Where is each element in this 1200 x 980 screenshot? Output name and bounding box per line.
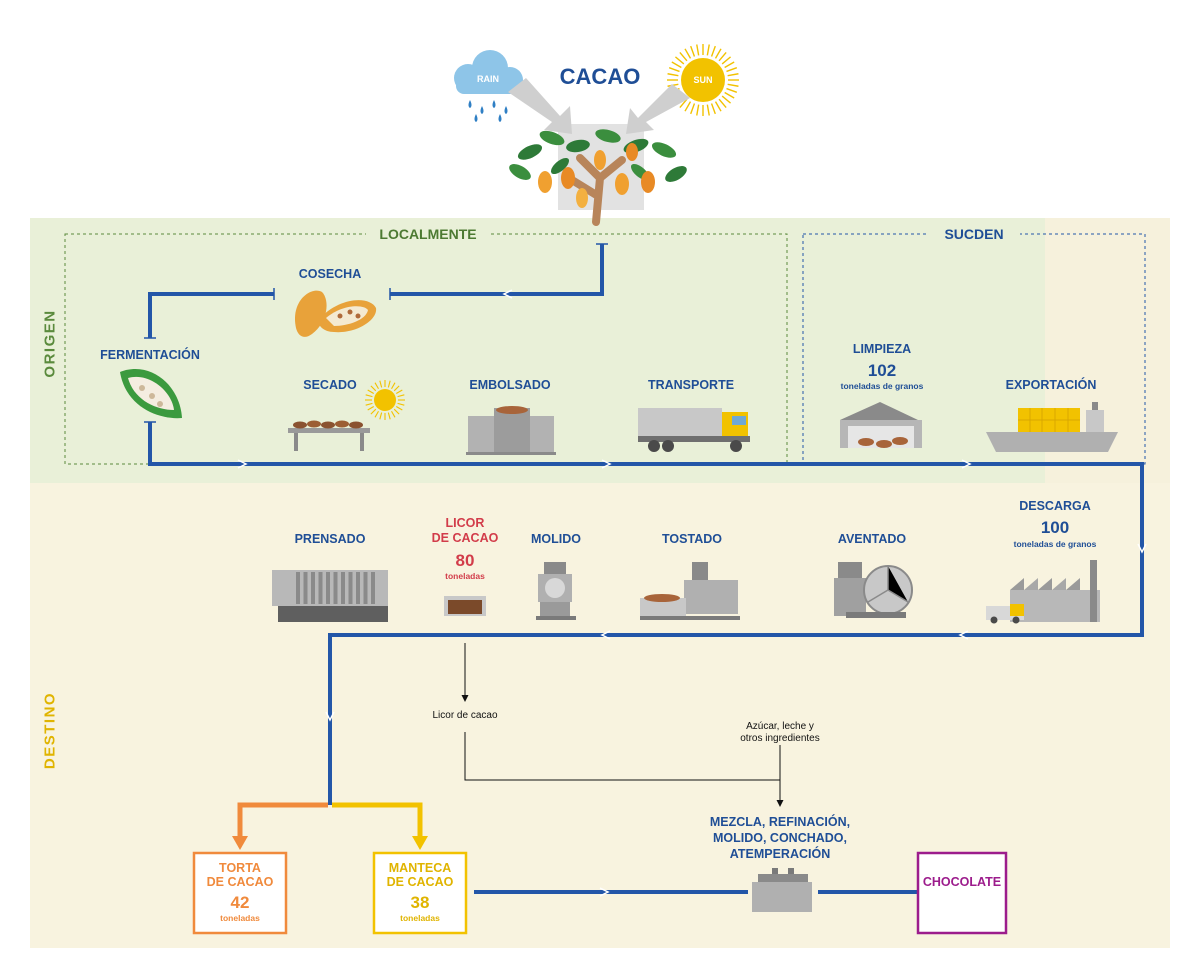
ingredientes-note-line1: Azúcar, leche y: [746, 721, 814, 732]
exportacion-label: EXPORTACIÓN: [1005, 378, 1097, 392]
torta-box: [192, 851, 288, 935]
embolsado-bags-illustration: [466, 406, 556, 455]
cacao-tree-illustration: [509, 124, 687, 226]
transporte-label: TRANSPORTE: [647, 378, 735, 392]
manteca-label-line1: MANTECA: [388, 861, 452, 875]
manteca-box: [372, 851, 468, 935]
limpieza-unit: toneladas de granos: [840, 381, 924, 391]
manteca-label-line2: DE CACAO: [386, 875, 454, 889]
manteca-value: 38: [410, 893, 430, 912]
secado-label: SECADO: [303, 378, 357, 392]
secado-drying-rack-illustration: [288, 380, 405, 451]
flow-end-caps: [144, 243, 608, 423]
manteca-unit: toneladas: [400, 913, 440, 923]
ingredient-lines: [461, 643, 784, 807]
licor-unit: toneladas: [445, 571, 485, 581]
origen-section-label: ORIGEN: [41, 309, 59, 378]
mezcla-machine-illustration: [752, 868, 812, 912]
localmente-title: LOCALMENTE: [379, 226, 477, 242]
fermentacion-label: FERMENTACIÓN: [100, 348, 200, 362]
ingredientes-note-line2: otros ingredientes: [740, 733, 820, 744]
rain-label: RAIN: [477, 74, 499, 84]
limpieza-value: 102: [867, 361, 897, 380]
cosecha-label: COSECHA: [298, 267, 362, 281]
descarga-factory-illustration: [986, 560, 1100, 624]
licor-value: 80: [455, 551, 475, 570]
licor-label-line1: LICOR: [445, 516, 485, 530]
torta-label-line2: DE CACAO: [206, 875, 274, 889]
exportacion-ship-illustration: [986, 402, 1118, 452]
sun-label: SUN: [693, 75, 713, 85]
flow-main-loop: [148, 422, 1144, 805]
molido-grinder-illustration: [536, 562, 576, 620]
cosecha-pods-illustration: [294, 290, 377, 337]
licor-de-cacao-note: Licor de cacao: [432, 710, 498, 721]
licor-label-line2: DE CACAO: [431, 531, 499, 545]
main-flow-lines: [148, 244, 1144, 894]
torta-arrowhead: [232, 836, 248, 850]
aventado-label: AVENTADO: [837, 532, 907, 546]
localmente-title-bg: [366, 226, 490, 242]
prensado-press-illustration: [272, 570, 388, 622]
rain-cloud-icon: [454, 50, 523, 122]
torta-value: 42: [230, 893, 250, 912]
flow-to-manteca: [332, 802, 423, 840]
sucden-title-bg: [928, 226, 1020, 242]
limpieza-building-illustration: [840, 402, 922, 448]
torta-unit: toneladas: [220, 913, 260, 923]
mezcla-label-line3: ATEMPERACIÓN: [729, 847, 831, 861]
flow-cosecha-to-fermentacion: [148, 292, 274, 338]
tostado-roaster-illustration: [640, 562, 740, 620]
aventado-winnowing-machine-illustration: [834, 562, 913, 618]
tostado-label: TOSTADO: [662, 532, 722, 546]
descarga-unit: toneladas de granos: [1013, 539, 1097, 549]
licor-tray-illustration: [444, 596, 486, 616]
flow-tree-to-cosecha: [390, 244, 604, 296]
transporte-truck-illustration: [638, 408, 750, 452]
descarga-value: 100: [1040, 518, 1070, 537]
limpieza-label: LIMPIEZA: [852, 342, 912, 356]
destino-section-label: DESTINO: [41, 691, 59, 770]
prensado-label: PRENSADO: [294, 532, 366, 546]
flow-to-torta: [237, 802, 328, 840]
diagram-title: CACAO: [559, 64, 641, 89]
rain-to-tree-arrow: [508, 78, 572, 134]
fermentacion-leaf-illustration: [120, 368, 182, 419]
torta-label-line1: TORTA: [219, 861, 261, 875]
mezcla-label-line1: MEZCLA, REFINACIÓN,: [709, 815, 851, 829]
sun-to-tree-arrow: [626, 84, 690, 134]
mezcla-label-line2: MOLIDO, CONCHADO,: [712, 831, 848, 845]
sucden-title: SUCDEN: [944, 226, 1004, 242]
chocolate-label: CHOCOLATE: [922, 875, 1002, 889]
molido-label: MOLIDO: [531, 532, 581, 546]
descarga-label: DESCARGA: [1019, 499, 1091, 513]
chocolate-box: [916, 851, 1008, 935]
manteca-arrowhead: [412, 836, 428, 850]
flow-direction-arrows: [237, 289, 1147, 897]
embolsado-label: EMBOLSADO: [469, 378, 551, 392]
